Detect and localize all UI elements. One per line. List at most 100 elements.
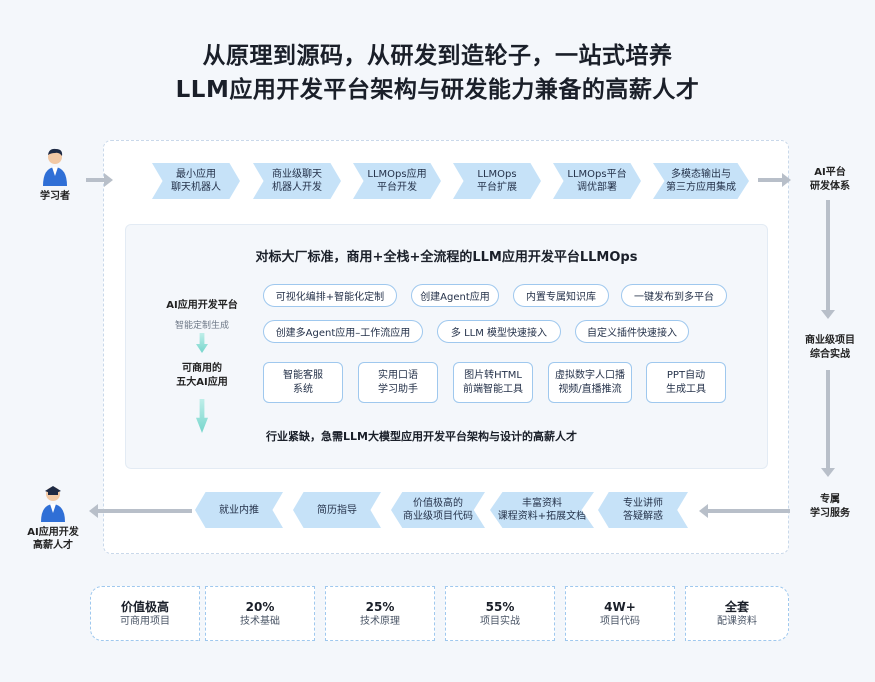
graduate-label-line2: 高薪人才 <box>33 540 73 551</box>
stat-value: 55% <box>485 599 515 614</box>
left-label-platform: AI应用开发平台 <box>166 300 238 311</box>
stat-desc: 项目实战 <box>480 615 520 627</box>
inner-title: 对标大厂标准，商用+全栈+全流程的LLM应用开发平台LLMOps <box>255 250 638 265</box>
graduate-label-line1: AI应用开发 <box>27 527 79 538</box>
bottom-step-5-line1: 专业讲师 <box>623 498 663 509</box>
top-step-1: 最小应用聊天机器人 <box>152 163 240 199</box>
left-label-apps: 可商用的 五大AI应用 <box>160 362 244 390</box>
bottom-step-4: 丰富资料课程资料+拓展文档 <box>490 492 594 528</box>
top-step-1-line2: 聊天机器人 <box>171 182 221 193</box>
stat-value: 4W+ <box>604 599 636 614</box>
feature-pill: 内置专属知识库 <box>513 284 609 307</box>
bottom-step-2-line1: 简历指导 <box>317 504 357 516</box>
side-label-project: 商业级项目 综合实战 <box>798 334 862 362</box>
side-label-project-line2: 综合实战 <box>810 349 850 360</box>
person-avatar-icon <box>43 148 67 186</box>
stat-value: 25% <box>365 599 395 614</box>
top-step-1-line1: 最小应用 <box>176 169 216 180</box>
app-box-3-line2: 前端智能工具 <box>463 383 523 395</box>
app-box-3-line1: 图片转HTML <box>464 369 522 381</box>
bottom-step-3: 价值极高的商业级项目代码 <box>391 492 485 528</box>
learner-label: 学习者 <box>40 191 70 202</box>
app-box-2-line2: 学习助手 <box>378 383 418 395</box>
side-label-project-line1: 商业级项目 <box>805 335 855 346</box>
stat-value: 价值极高 <box>120 599 169 614</box>
top-step-2-line2: 机器人开发 <box>272 182 322 193</box>
top-step-6-line2: 第三方应用集成 <box>666 182 736 193</box>
top-step-2-line1: 商业级聊天 <box>272 169 322 180</box>
app-box-1-line2: 系统 <box>293 383 313 395</box>
bottom-step-4-line2: 课程资料+拓展文档 <box>497 511 587 522</box>
feature-pill: 创建多Agent应用–工作流应用 <box>263 320 423 343</box>
arrow-learner-in <box>86 173 113 187</box>
feature-pill: 一键发布到多平台 <box>621 284 727 307</box>
bottom-step-3-line1: 价值极高的 <box>413 498 463 509</box>
bottom-step-5-line2: 答疑解惑 <box>623 511 663 522</box>
top-step-3-line2: 平台开发 <box>376 182 417 193</box>
side-label-service: 专属 学习服务 <box>800 493 860 521</box>
learner: 学习者 <box>28 146 82 203</box>
page-title-line1: 从原理到源码，从研发到造轮子，一站式培养 <box>202 43 673 69</box>
app-box-3: 图片转HTML 前端智能工具 <box>453 362 533 403</box>
side-label-platform: AI平台 研发体系 <box>800 166 860 194</box>
left-label-apps-line2: 五大AI应用 <box>176 377 228 388</box>
graduate: AI应用开发 高薪人才 <box>20 482 86 552</box>
stat-value: 20% <box>245 599 275 614</box>
arrow-down-2 <box>821 370 835 477</box>
stat-desc: 技术原理 <box>360 615 400 627</box>
arrow-to-platform <box>758 173 791 187</box>
app-box-2-line1: 实用口语 <box>378 369 418 381</box>
graduate-avatar-icon <box>41 486 65 522</box>
stat-item-3: 25% 技术原理 <box>325 586 435 641</box>
top-step-5: LLMOps平台调优部署 <box>553 163 641 199</box>
app-box-5: PPT自动生成工具 <box>646 362 726 403</box>
feature-pill: 创建Agent应用 <box>411 284 499 307</box>
top-step-6: 多模态输出与第三方应用集成 <box>653 163 749 199</box>
bottom-step-3-line2: 商业级项目代码 <box>403 511 473 522</box>
app-box-4: 虚拟数字人口播视频/直播推流 <box>548 362 632 403</box>
conclusion-text: 行业紧缺，急需LLM大模型应用开发平台架构与设计的高薪人才 <box>266 430 577 443</box>
arrow-graduate-out <box>89 504 192 518</box>
stat-item-1: 价值极高 可商用项目 <box>90 586 200 641</box>
top-step-4-line2: 平台扩展 <box>477 182 517 193</box>
stat-item-4: 55% 项目实战 <box>445 586 555 641</box>
app-box-2: 实用口语学习助手 <box>358 362 438 403</box>
side-label-platform-line1: AI平台 <box>814 167 846 178</box>
app-box-5-line2: 生成工具 <box>666 383 706 395</box>
top-step-5-line1: LLMOps平台 <box>567 169 627 180</box>
stat-item-5: 4W+ 项目代码 <box>565 586 675 641</box>
stat-desc: 项目代码 <box>600 615 640 627</box>
app-box-5-line1: PPT自动 <box>666 369 706 381</box>
left-label-apps-line1: 可商用的 <box>182 363 222 374</box>
stat-value: 全套 <box>724 599 749 614</box>
top-step-3: LLMOps应用平台开发 <box>353 163 441 199</box>
app-box-1-line1: 智能客服 <box>283 369 323 381</box>
bottom-step-4-line1: 丰富资料 <box>521 498 562 509</box>
feature-pill: 自定义插件快速接入 <box>575 320 689 343</box>
stat-desc: 可商用项目 <box>120 615 170 627</box>
top-step-2: 商业级聊天机器人开发 <box>253 163 341 199</box>
top-step-4-line1: LLMOps <box>477 169 517 180</box>
bottom-step-5: 专业讲师答疑解惑 <box>598 492 688 528</box>
stat-item-2: 20% 技术基础 <box>205 586 315 641</box>
side-label-service-line1: 专属 <box>820 494 840 505</box>
top-step-6-line1: 多模态输出与 <box>671 169 731 180</box>
page-title-line2: LLM应用开发平台架构与研发能力兼备的高薪人才 <box>175 77 700 103</box>
bottom-step-1-line1: 就业内推 <box>219 504 259 516</box>
feature-pill: 多 LLM 模型快速接入 <box>437 320 561 343</box>
top-step-4: LLMOps 平台扩展 <box>453 163 541 199</box>
feature-pill: 可视化编排+智能化定制 <box>263 284 397 307</box>
app-box-4-line1: 虚拟数字人口播 <box>555 369 625 381</box>
top-step-5-line2: 调优部署 <box>576 182 617 193</box>
bottom-step-1: 就业内推 <box>195 492 283 528</box>
left-sublabel: 智能定制生成 <box>174 321 229 331</box>
bottom-step-2: 简历指导 <box>293 492 381 528</box>
app-box-4-line2: 视频/直播推流 <box>558 383 622 395</box>
stat-desc: 配课资料 <box>717 615 757 627</box>
arrow-service-in <box>699 504 790 518</box>
inner-platform-panel <box>125 224 768 469</box>
side-label-service-line2: 学习服务 <box>810 508 850 519</box>
side-label-platform-line2: 研发体系 <box>810 181 850 192</box>
app-box-1: 智能客服系统 <box>263 362 343 403</box>
arrow-down-1 <box>821 200 835 319</box>
